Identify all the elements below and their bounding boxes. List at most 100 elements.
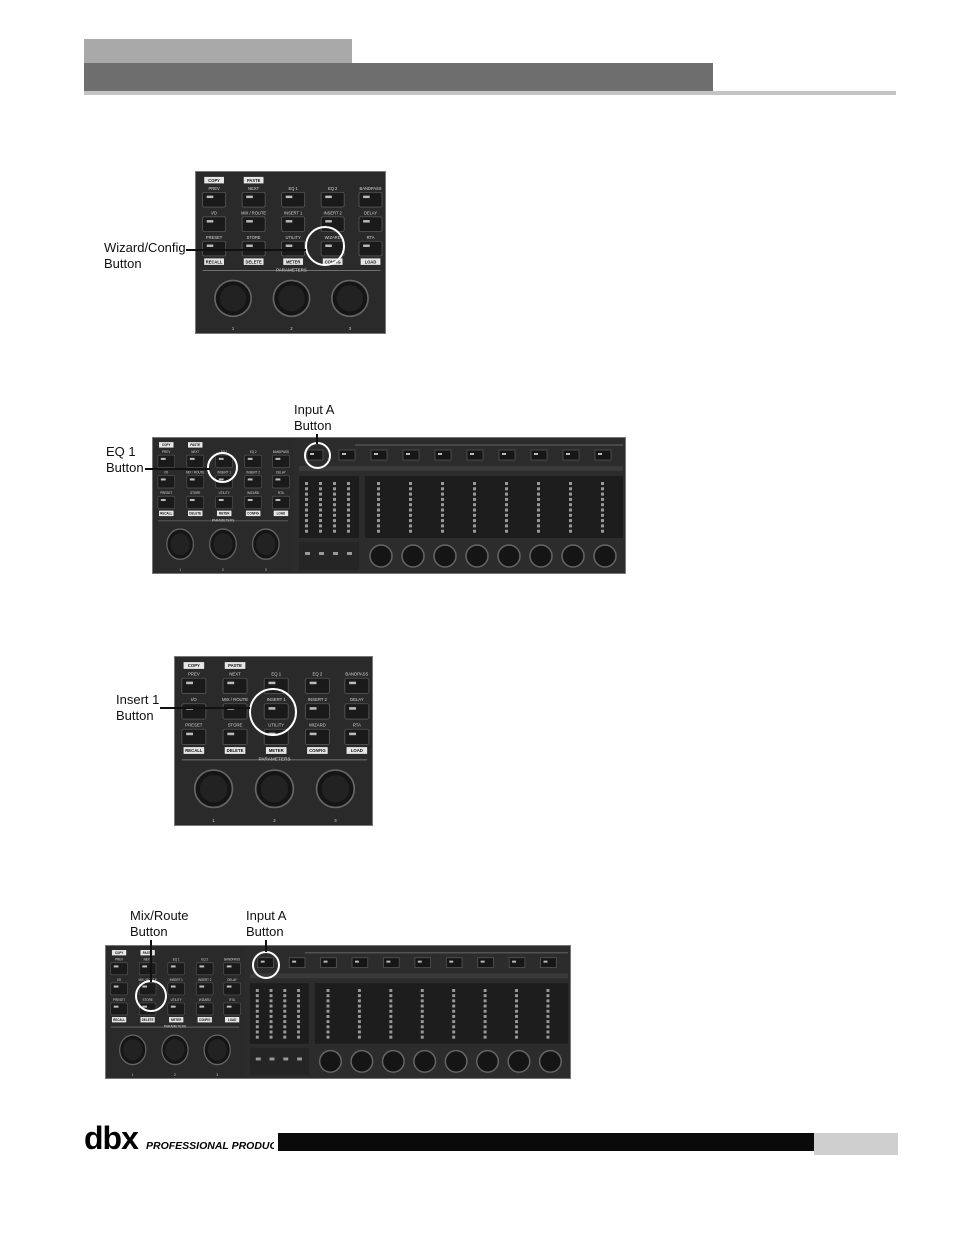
- channel-led: [417, 960, 422, 963]
- channel-select-button: [370, 449, 388, 461]
- meter-segment: [305, 529, 308, 533]
- paste-label-tab: [140, 950, 155, 956]
- meter-segment: [409, 513, 412, 517]
- meter-segment: [569, 524, 572, 528]
- knob-cap: [165, 1039, 185, 1061]
- callout-line-1: Mix/Route: [130, 908, 189, 923]
- channel-select-button: [338, 449, 356, 461]
- meter-segment: [326, 1035, 330, 1039]
- callout-line-1: Input A: [294, 402, 335, 417]
- paste-label: PASTE: [143, 951, 153, 955]
- meter-segment: [269, 1014, 273, 1018]
- channel-select-button: [594, 449, 612, 461]
- channel-led: [512, 960, 517, 963]
- meter-segment: [389, 999, 393, 1003]
- callout-mix-route: Mix/Route Button: [130, 908, 189, 940]
- meter-segment: [255, 994, 259, 998]
- meter-segment: [546, 1009, 550, 1013]
- button-led: [309, 681, 317, 685]
- meter-segment: [537, 497, 540, 501]
- mute-button: [369, 544, 393, 568]
- meter-segment: [255, 1014, 259, 1018]
- channel-select-button: [414, 957, 431, 968]
- button-label-eq2: EQ 2: [201, 958, 208, 962]
- label-load-tab: [346, 747, 368, 754]
- channel-led: [354, 960, 359, 963]
- knob-number-knob2: 2: [174, 1073, 176, 1077]
- label-meter: METER: [286, 259, 300, 264]
- button-insert2: [304, 703, 330, 720]
- callout-line-2: Button: [104, 256, 142, 271]
- meter-segment: [546, 1030, 550, 1034]
- button-prev: [202, 191, 227, 208]
- paste-label: PASTE: [228, 663, 242, 668]
- meter-segment: [319, 529, 322, 533]
- meter-segment: [297, 999, 301, 1003]
- meter-segment: [347, 513, 350, 517]
- channel-control-panel: [246, 946, 570, 1078]
- meter-segment: [452, 1020, 456, 1024]
- button-led: [189, 478, 195, 481]
- meter-segment: [420, 989, 424, 992]
- button-led: [227, 732, 235, 736]
- button-insert2: [244, 475, 262, 489]
- meter-segment: [569, 487, 572, 491]
- button-label-rta: RTA: [278, 491, 285, 495]
- meter-segment: [389, 1035, 393, 1039]
- button-led: [206, 244, 214, 247]
- meter-segment: [305, 519, 308, 523]
- channel-select-button: [466, 449, 484, 461]
- button-label-next: NEXT: [229, 672, 241, 677]
- button-wizard: [196, 1002, 214, 1016]
- button-led: [226, 1005, 232, 1008]
- status-led: [297, 1057, 302, 1061]
- channel-led: [543, 960, 548, 963]
- meter-segment: [389, 994, 393, 998]
- button-led: [268, 681, 276, 685]
- meter-segment: [283, 1025, 287, 1029]
- meter-segment: [389, 1025, 393, 1029]
- button-led: [160, 498, 166, 502]
- meter-segment: [546, 1004, 550, 1008]
- knob-number-knob2: 2: [222, 568, 224, 572]
- label-meter: METER: [219, 512, 230, 516]
- meter-segment: [483, 989, 487, 992]
- meter-segment: [297, 994, 301, 998]
- meter-segment: [319, 487, 322, 491]
- button-label-io: I/O: [164, 470, 168, 474]
- meter-segment: [269, 1025, 273, 1029]
- channel-select-button: [445, 957, 463, 968]
- copy-label-tab: [159, 442, 174, 448]
- meter-segment: [473, 508, 476, 512]
- meter-segment: [537, 513, 540, 517]
- meter-segment: [473, 529, 476, 533]
- meter-segment: [441, 529, 444, 533]
- button-eq2: [304, 677, 330, 694]
- callout-line-1: Input A: [246, 908, 287, 923]
- channel-select-button: [530, 449, 548, 461]
- label-load-tab: [224, 1017, 240, 1023]
- meter-segment: [283, 1035, 287, 1039]
- meter-segment: [326, 1025, 330, 1029]
- button-eq2: [244, 454, 262, 468]
- label-recall-tab: [183, 747, 205, 754]
- meter-segment: [377, 513, 380, 517]
- channel-led: [566, 453, 570, 455]
- meter-segment: [333, 513, 336, 517]
- channel-select-button: [320, 957, 337, 968]
- meter-segment: [537, 503, 540, 507]
- button-utility: [167, 1002, 185, 1016]
- mute-button: [444, 1049, 468, 1073]
- status-led: [283, 1057, 289, 1061]
- knob-number-knob3: 3: [265, 568, 267, 572]
- meter-segment: [347, 524, 350, 528]
- leader-line: [186, 249, 306, 251]
- button-label-store: STORE: [190, 491, 201, 495]
- button-led: [206, 195, 214, 199]
- callout-line-2: Button: [116, 708, 154, 723]
- meter-segment: [601, 524, 604, 528]
- button-led: [186, 681, 194, 685]
- button-delay: [272, 475, 290, 489]
- meter-segment: [389, 1020, 393, 1024]
